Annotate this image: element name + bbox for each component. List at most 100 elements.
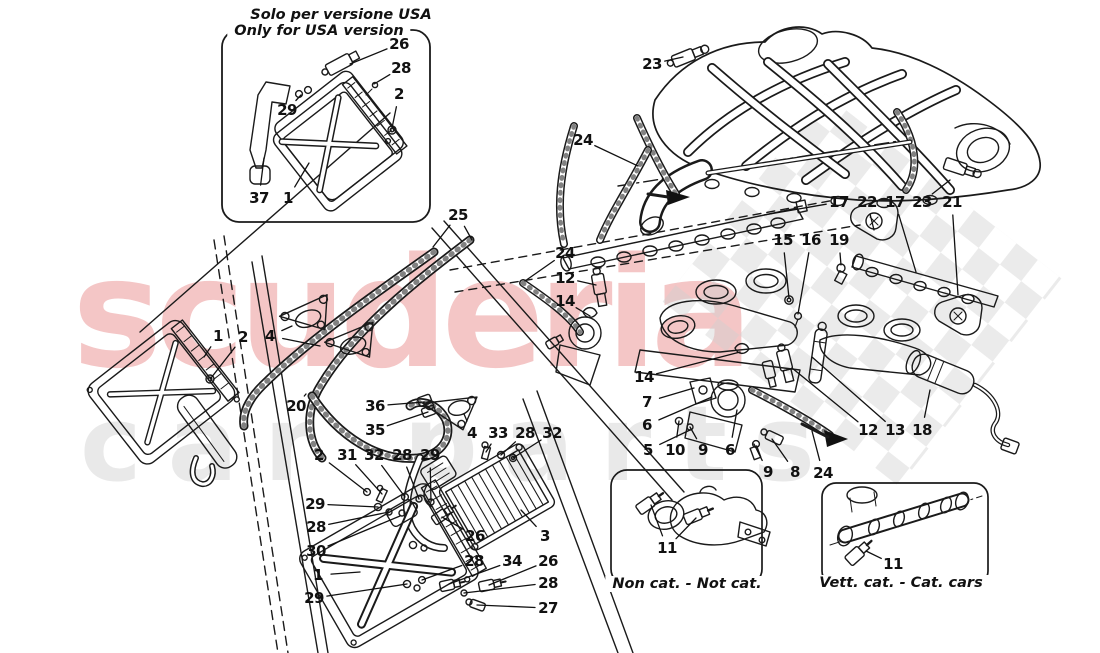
temp-sensor-23-right [942,157,982,179]
leader-line [448,564,501,585]
callout-label: 14 [555,292,575,310]
leader-line [923,389,931,418]
callout-label: 9 [763,463,773,481]
callout-label: 12 [555,269,575,287]
callout-label: 17 [829,193,849,211]
callout-label: 32 [364,446,384,464]
leader-line [328,462,368,493]
callout-label: 24 [813,464,833,482]
callout-label: 36 [365,397,385,415]
callout-label: 26 [538,552,558,570]
inset-non-cat [610,469,771,586]
leader-line [463,583,536,594]
clamp-14-left [582,306,598,319]
leader-line [689,426,698,440]
leader-line [294,162,310,188]
callout-label: 32 [542,424,562,442]
callout-label: 37 [249,189,269,207]
callout-label: 22 [857,193,877,211]
leader-line [381,464,406,498]
callout-label: 28 [515,424,535,442]
callout-label: 1 [313,566,323,584]
callout-label: 26 [389,35,409,53]
callout-label: 24 [573,131,593,149]
leader-line [594,144,639,167]
leader-line [330,571,361,575]
leader-line [429,467,432,503]
callout-label: 10 [665,441,685,459]
ecu-module-3 [420,441,556,551]
leader-line [355,464,383,495]
leader-line [349,48,388,65]
leader-line [373,73,391,85]
leader-line [658,396,713,421]
leader-line [655,351,741,375]
callout-label: 12 [858,421,878,439]
leader-line [952,214,959,296]
callout-label: 2 [394,85,404,103]
leader-line [512,439,542,459]
fuel-rail-front [560,199,808,272]
callout-label: 21 [942,193,962,211]
callout-label: 19 [829,231,849,249]
callout-label: 26 [465,527,485,545]
leader-line [676,420,680,438]
leader-line [664,56,684,62]
leader-line [210,346,236,379]
leader-line [763,203,827,216]
leader-line [282,337,321,347]
callout-label: 29 [420,446,440,464]
leader-line [386,411,429,427]
callout-label: 16 [801,231,821,249]
idle-actuator-18 [905,349,1020,455]
leader-line [500,441,517,456]
leader-line [281,325,293,332]
ecu-left [86,319,240,488]
callout-label: 2 [238,328,248,346]
callout-label: 18 [912,421,932,439]
throttle-body-right [819,304,932,376]
callout-label: 13 [885,421,905,439]
callout-label: 14 [634,368,654,386]
callout-label: 25 [448,206,468,224]
leader-line [391,106,398,129]
leader-line [731,409,738,438]
relay-bracket-lower [422,395,478,431]
air-injection-valves [545,316,784,461]
clamp-14-right [734,342,750,355]
leader-line [432,224,451,248]
leader-line [326,583,408,597]
callout-label: 5 [643,441,653,459]
callout-label: 7 [642,393,652,411]
callout-label: 3 [540,527,550,545]
callout-label: 2 [314,446,324,464]
leader-line [463,225,473,241]
callout-label: 24 [555,244,575,262]
connector-plug [420,455,457,508]
callout-label: 31 [337,446,357,464]
sensors-bottom [417,504,507,612]
leader-line [520,509,537,528]
callout-label: 28 [464,552,484,570]
callout-label: 6 [642,416,652,434]
leader-line [771,438,789,462]
callout-label: 20 [286,397,306,415]
leader-line [791,367,859,423]
leader-line [577,280,597,286]
usa-small-parts [294,50,397,145]
leader-line [783,252,790,299]
leader-line [839,252,842,266]
callout-label: 4 [467,424,477,442]
inset-cat [821,482,989,586]
callout-label: 1 [283,189,293,207]
leader-line [675,517,697,540]
callout-label: 29 [277,101,297,119]
leader-line [259,157,265,186]
callout-label: 28 [538,574,558,592]
usa-note-line1: Solo per versione USA [250,7,432,23]
callout-label: 28 [392,446,412,464]
ecu-main [299,479,487,649]
leader-line [811,430,821,462]
